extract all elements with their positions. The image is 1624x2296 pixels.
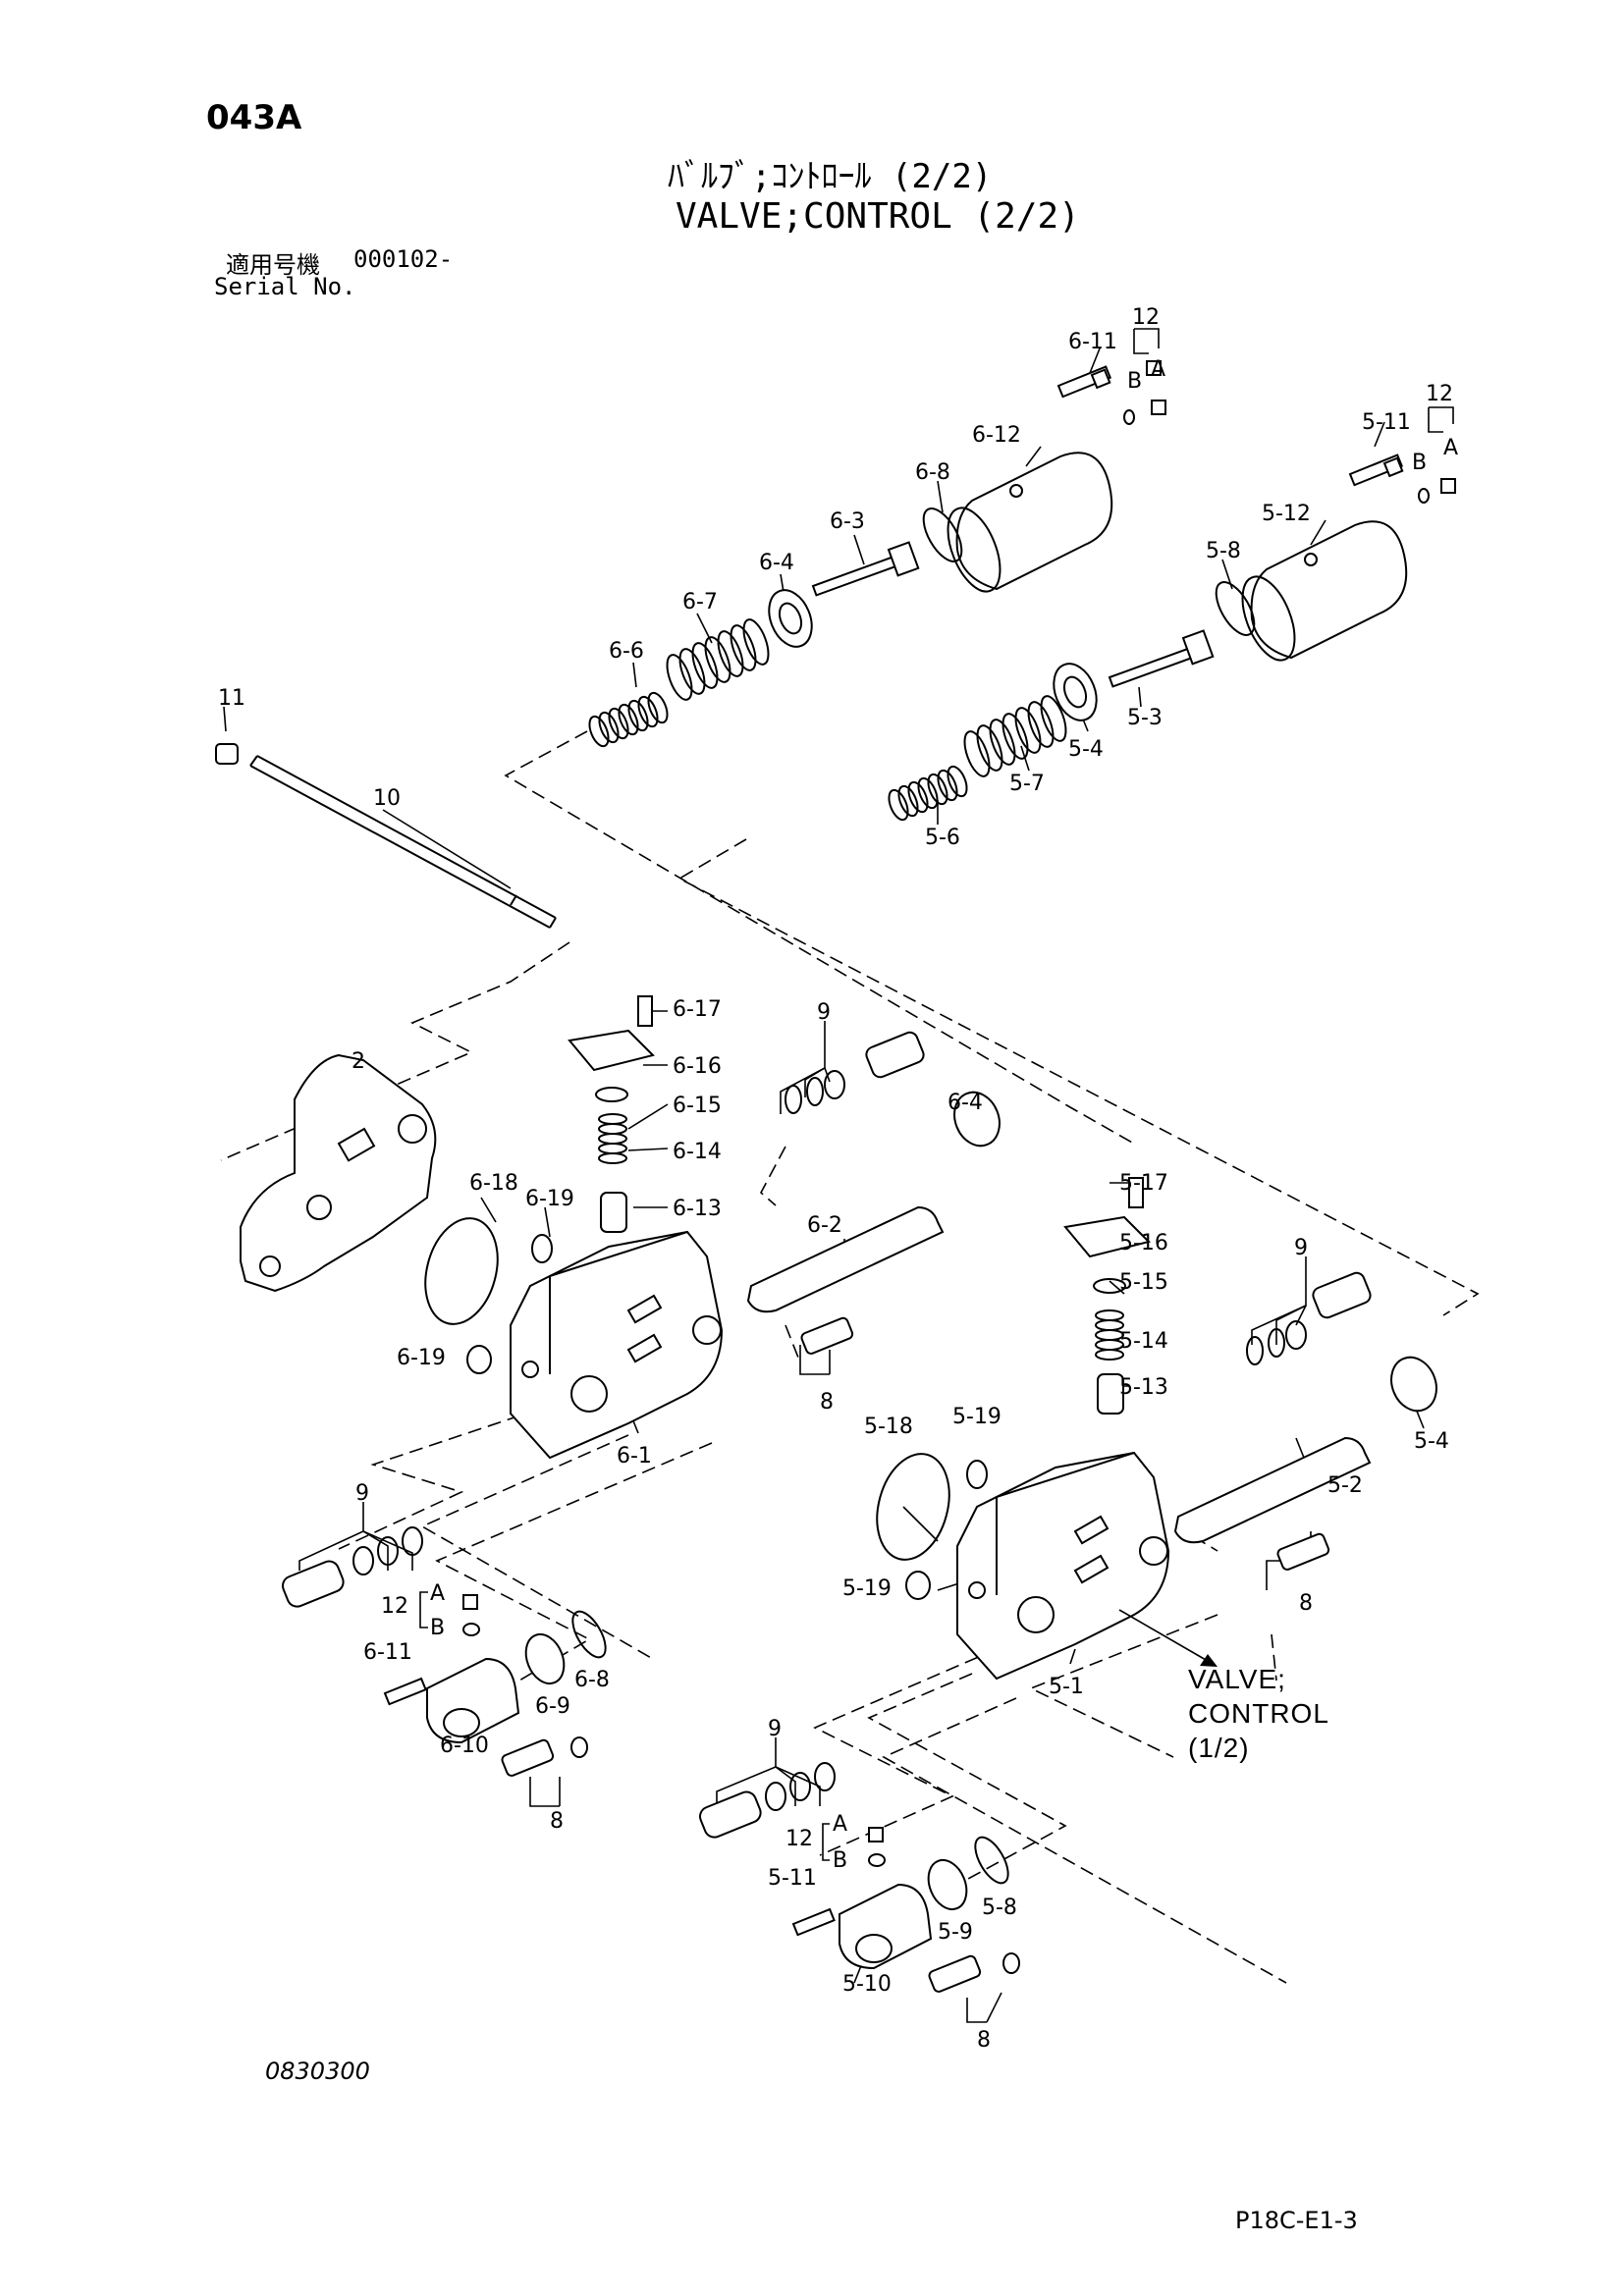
callout-5-11: 5-11 [1362,410,1411,435]
callout-5-7: 5-7 [1009,772,1045,796]
callout-6-11: 6-11 [363,1640,412,1665]
callout-6-16: 6-16 [673,1054,722,1079]
assembly-guide-lines [220,730,1480,1984]
callout-6-8: 6-8 [574,1668,610,1692]
callout-6-1: 6-1 [617,1444,652,1468]
callout-5-2: 5-2 [1327,1473,1363,1498]
callout-6-7: 6-7 [682,590,718,614]
callout-12: 12 [381,1594,408,1619]
callout-8: 8 [977,2028,991,2053]
callout-a: A [1443,436,1458,460]
callout-5-9: 5-9 [938,1920,973,1945]
callout-labels: 12 6-11 B A 6-12 6-8 6-3 6-4 6-7 6-6 12 … [218,305,1458,2053]
callout-10: 10 [373,786,401,811]
lower-valve-section [876,1177,1437,1681]
callout-6-10: 6-10 [440,1734,489,1758]
callout-6-19: 6-19 [525,1187,574,1211]
page-reference: P18C-E1-3 [1235,2207,1358,2234]
callout-6-12: 6-12 [972,423,1021,448]
callout-8: 8 [820,1390,834,1415]
callout-b: B [1412,451,1427,475]
callout-9: 9 [1294,1236,1308,1260]
title-japanese: ﾊﾞﾙﾌﾞ;ｺﾝﾄﾛｰﾙ (2/2) [668,157,993,196]
callout-5-13: 5-13 [1119,1375,1168,1400]
serial-label-japanese: 適用号機 [226,251,320,279]
callout-5-10: 5-10 [842,1972,892,1997]
callout-5-14: 5-14 [1119,1329,1168,1354]
callout-5-6: 5-6 [925,826,960,850]
callout-6-18: 6-18 [469,1171,518,1196]
callout-b: B [1127,369,1142,394]
title-english: VALVE;CONTROL (2/2) [676,196,1080,237]
callout-6-2: 6-2 [807,1213,842,1238]
callout-6-17: 6-17 [673,997,722,1022]
callout-12: 12 [1132,305,1160,330]
callout-9: 9 [355,1481,369,1506]
lower-spool-parts [888,454,1456,822]
callout-5-8: 5-8 [1206,539,1241,563]
callout-a: A [430,1581,445,1606]
callout-9: 9 [768,1717,782,1741]
callout-a: A [833,1812,847,1837]
callout-5-8: 5-8 [982,1896,1017,1920]
callout-a: A [1151,357,1165,382]
callout-9: 9 [817,1000,831,1025]
callout-6-11: 6-11 [1068,330,1117,354]
callout-6-14: 6-14 [673,1140,722,1164]
upper-spool-parts [588,360,1166,748]
callout-5-12: 5-12 [1262,502,1311,526]
callout-12: 12 [1426,382,1453,406]
tie-bolt [215,743,557,929]
callout-6-9: 6-9 [535,1694,570,1719]
callout-5-4: 5-4 [1414,1429,1449,1454]
drawing-number: 0830300 [265,2057,370,2085]
reference-line-3: (1/2) [1188,1733,1250,1763]
upper-section-bottom-parts [282,1526,607,1777]
lower-section-bottom-parts [699,1762,1020,1993]
end-cover [240,1053,437,1293]
reference-line-2: CONTROL [1188,1698,1329,1729]
callout-5-15: 5-15 [1119,1270,1168,1295]
callout-6-19: 6-19 [397,1346,446,1370]
callout-5-18: 5-18 [864,1415,913,1439]
callout-12: 12 [785,1827,813,1851]
callout-5-16: 5-16 [1119,1231,1168,1255]
reference-line-1: VALVE; [1188,1664,1286,1694]
callout-b: B [430,1616,445,1640]
callout-5-11: 5-11 [768,1866,817,1891]
callout-11: 11 [218,686,245,711]
callout-5-1: 5-1 [1049,1675,1084,1699]
serial-number-value: 000102- [353,245,454,273]
callout-5-4: 5-4 [1068,737,1104,762]
callout-5-3: 5-3 [1127,706,1163,730]
callout-6-15: 6-15 [673,1094,722,1118]
callout-2: 2 [352,1049,365,1074]
page-code: 043A [206,98,302,137]
callout-5-17: 5-17 [1119,1171,1168,1196]
callout-5-19: 5-19 [842,1576,892,1601]
callout-6-4: 6-4 [759,551,794,575]
upper-valve-section [424,995,1001,1460]
callout-8: 8 [550,1809,564,1834]
callout-6-13: 6-13 [673,1197,722,1221]
callout-6-6: 6-6 [609,639,644,664]
callout-6-4: 6-4 [947,1091,983,1115]
callout-6-8: 6-8 [915,460,950,485]
callout-8: 8 [1299,1591,1313,1616]
callout-b: B [833,1848,847,1873]
callout-5-19: 5-19 [952,1405,1001,1429]
serial-label-english: Serial No. [214,273,356,300]
callout-6-3: 6-3 [830,509,865,534]
